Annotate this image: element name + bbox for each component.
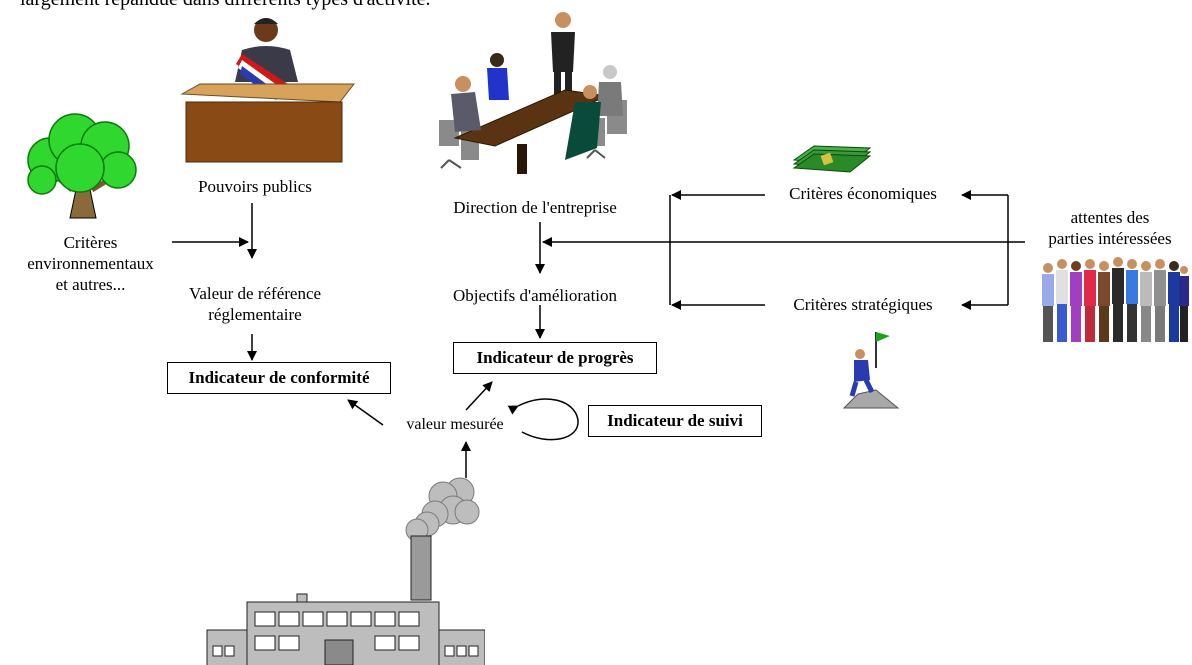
loop-monitoring bbox=[507, 398, 579, 441]
label-env-criteria-line2: environnementaux bbox=[27, 254, 154, 273]
label-public-authorities: Pouvoirs publics bbox=[198, 177, 312, 196]
label-reference-line1: Valeur de référence bbox=[188, 284, 322, 303]
label-env-criteria-line3: et autres... bbox=[55, 275, 126, 294]
arrow-measured-to-progress bbox=[465, 381, 493, 411]
compliance-indicator-box: Indicateur de conformité bbox=[167, 362, 391, 394]
label-management: Direction de l'entreprise bbox=[453, 198, 617, 217]
label-stakeholder-line2: parties intéressées bbox=[1048, 229, 1172, 248]
arrow-measured-to-compliance bbox=[347, 399, 384, 426]
factory-icon bbox=[206, 477, 485, 665]
label-env-criteria: Critères environnementaux et autres... bbox=[18, 232, 163, 295]
label-strategic-criteria: Critères stratégiques bbox=[793, 295, 933, 314]
summit-climber-icon bbox=[842, 332, 900, 409]
people-group-icon bbox=[1042, 257, 1189, 342]
monitoring-indicator-box: Indicateur de suivi bbox=[588, 405, 762, 437]
tree-icon bbox=[27, 113, 137, 219]
label-stakeholder-expectations: attentes des parties intéressées bbox=[1025, 207, 1192, 249]
label-env-criteria-line1: Critères bbox=[63, 233, 118, 252]
progress-indicator-box: Indicateur de progrès bbox=[453, 342, 657, 374]
label-reference-value: Valeur de référence réglementaire bbox=[175, 283, 335, 325]
meeting-table-icon bbox=[439, 12, 627, 174]
label-stakeholder-line1: attentes des bbox=[1070, 208, 1150, 227]
label-economic-criteria: Critères économiques bbox=[789, 184, 937, 203]
label-improvement-goals: Objectifs d'amélioration bbox=[452, 286, 618, 305]
mayor-at-desk-icon bbox=[180, 18, 355, 163]
label-reference-line2: réglementaire bbox=[208, 305, 302, 324]
label-measured-value: valeur mesurée bbox=[406, 416, 504, 433]
header-text: largement répandue dans différents types… bbox=[20, 0, 431, 10]
money-stack-icon bbox=[792, 145, 872, 173]
